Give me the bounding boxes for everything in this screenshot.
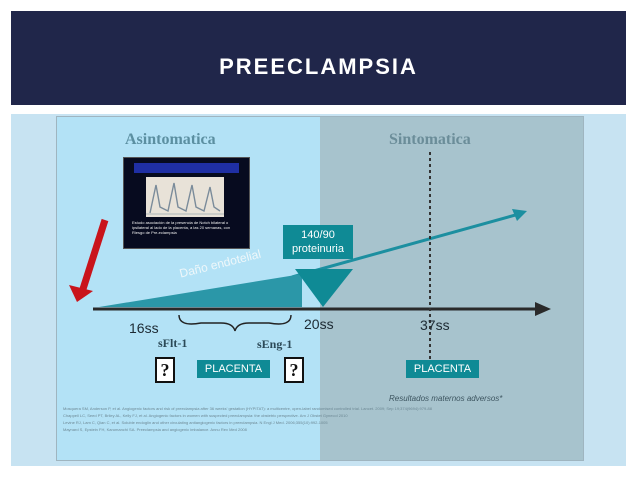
timeline-arrow: [93, 302, 551, 316]
doppler-caption: Estudo asociación de la presencia de Not…: [132, 220, 231, 235]
week-20-label: 20ss: [304, 316, 334, 332]
sflt1-label: sFlt-1: [158, 336, 188, 350]
slide-title: PREECLAMPSIA: [219, 54, 418, 79]
sintomatica-label: Sintomatica: [389, 131, 471, 148]
references: Mosquera SM, Anderson P, et al. Angiogen…: [63, 405, 578, 433]
red-arrow-icon: [69, 218, 109, 302]
doppler-header: [134, 163, 239, 173]
placenta-box-left: PLACENTA: [197, 360, 270, 378]
asintomatica-label: Asintomatica: [125, 131, 216, 148]
seng1-label: sEng-1: [257, 337, 293, 351]
reference-item: Levine RJ, Lam C, Qian C, et al. Soluble…: [63, 420, 328, 425]
threshold-box: 140/90 proteinuria: [283, 225, 353, 259]
preeclampsia-diagram: Asintomatica Sintomatica Estudo asociaci…: [56, 116, 584, 461]
endothelial-wedge: [99, 274, 302, 307]
placenta-box-right: PLACENTA: [406, 360, 479, 378]
threshold-triangle: [295, 269, 353, 307]
proteinuria-label: proteinuria: [292, 243, 344, 255]
reference-item: Mosquera SM, Anderson P, et al. Angiogen…: [63, 406, 432, 411]
reference-item: Chappell LC, Seed PT, Briley AL, Kelly F…: [63, 413, 348, 418]
question-mark-icon: ?: [284, 357, 304, 383]
week-16-label: 16ss: [129, 320, 159, 336]
title-bar: PREECLAMPSIA: [11, 11, 626, 105]
outcomes-label: Resultados maternos adversos*: [389, 394, 503, 403]
diagram-shapes: [69, 152, 551, 377]
doppler-waveform: [146, 177, 224, 217]
sintomatica-background: [320, 117, 583, 460]
doppler-image: Estudo asociación de la presencia de Not…: [123, 157, 250, 249]
week-37-label: 37ss: [420, 317, 450, 333]
trend-arrow: [291, 209, 527, 279]
question-mark-icon: ?: [155, 357, 175, 383]
bp-label: 140/90: [301, 229, 335, 241]
reference-item: Maynard S, Epstein FH, Karumanchi SA. Pr…: [63, 427, 247, 432]
marker-brace: [178, 314, 292, 332]
